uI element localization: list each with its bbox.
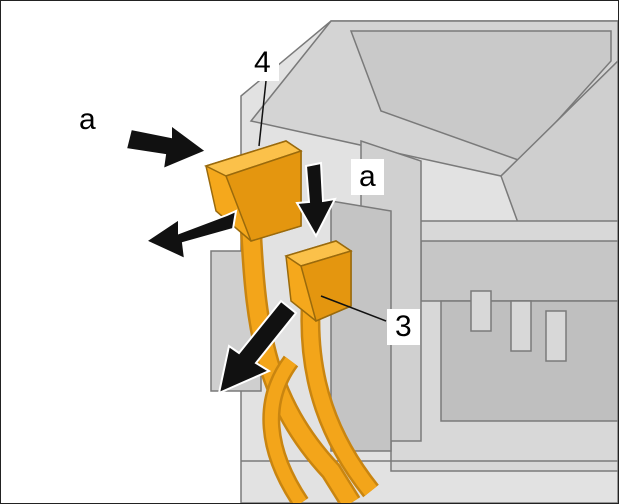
cable-harness — [240, 230, 379, 503]
arrow-pull-down-left — [217, 299, 298, 395]
label-3: 3 — [387, 309, 420, 345]
connector-4 — [204, 140, 303, 242]
arrow-push-down — [295, 161, 337, 239]
arrow-pull-left — [143, 209, 238, 261]
leader-line-3 — [320, 295, 387, 322]
label-a-right: a — [351, 159, 384, 195]
label-4: 4 — [246, 45, 279, 81]
label-a-left: a — [79, 103, 96, 136]
arrow-push-right — [124, 123, 209, 171]
module-housing — [210, 20, 618, 503]
leader-line-4 — [258, 80, 267, 147]
